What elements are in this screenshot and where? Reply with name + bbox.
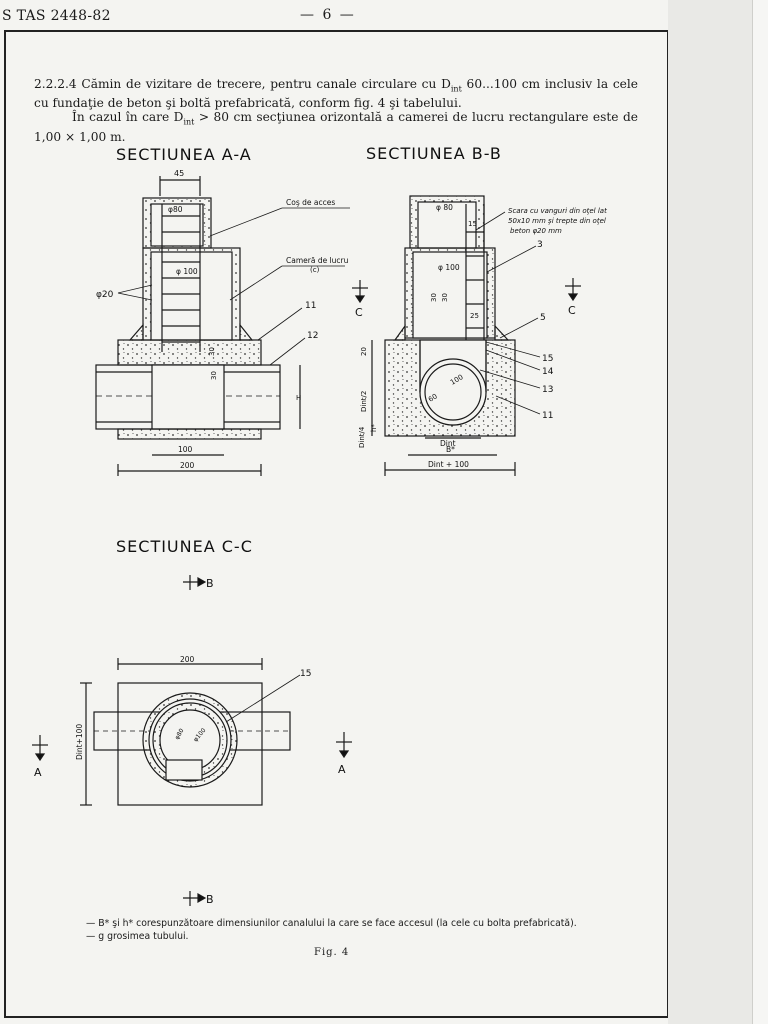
bb-dim-hstar: h* bbox=[370, 424, 378, 432]
bb-dim-bstar: B* bbox=[446, 445, 455, 454]
bb-dim-dint2: Dint/2 bbox=[360, 391, 368, 412]
cut-mark-c-left: C bbox=[352, 280, 368, 319]
bb-dim-dint: Dint bbox=[440, 439, 456, 448]
page-number: — 6 — bbox=[300, 7, 356, 23]
bb-dim-dint100: Dint + 100 bbox=[428, 460, 469, 469]
svg-text:A: A bbox=[338, 763, 346, 776]
clause-line-2: În cazul în care Dint > 80 cm secţiunea … bbox=[34, 110, 638, 143]
adjacent-page-margin bbox=[752, 0, 768, 1024]
section-aa-drawing: 45 φ80 φ 100 30 30 H bbox=[95, 169, 350, 476]
bb-d60: 60 bbox=[427, 392, 439, 403]
figure-caption: Fig. 4 bbox=[314, 947, 350, 958]
bb-dim-20: 20 bbox=[360, 347, 368, 356]
svg-text:B: B bbox=[206, 893, 214, 906]
svg-text:B: B bbox=[206, 577, 214, 590]
clause-sub-1: int bbox=[450, 84, 462, 94]
section-aa-title: SECTIUNEA A-A bbox=[116, 145, 252, 164]
adjacent-page-edge bbox=[668, 0, 768, 1024]
note-1: — B* şi h* corespunzătoare dimensiunilor… bbox=[86, 918, 577, 929]
bb-label-d80: φ 80 bbox=[436, 203, 453, 212]
label-scara-3: beton φ20 mm bbox=[510, 227, 562, 235]
clause-text-1: 2.2.2.4 Cămin de vizitare de trecere, pe… bbox=[34, 77, 451, 91]
label-cos-acces: Coş de acces bbox=[286, 198, 335, 207]
section-cc-title: SECTIUNEA C-C bbox=[116, 537, 253, 556]
aa-label-11: 11 bbox=[305, 301, 316, 311]
bb-label-14: 14 bbox=[542, 367, 554, 377]
bb-dim-25: 25 bbox=[470, 312, 479, 320]
standard-code: S TAS 2448-82 bbox=[2, 8, 111, 24]
aa-label-12: 12 bbox=[307, 331, 318, 341]
cc-label-d80: φ80 bbox=[174, 727, 186, 741]
figure-notes: — B* şi h* corespunzătoare dimensiunilor… bbox=[86, 917, 577, 943]
bb-dim-15: 15 bbox=[468, 220, 477, 228]
cut-mark-a-left: A bbox=[32, 735, 48, 779]
label-scara-2: 50x10 mm şi trepte din oţel bbox=[508, 217, 606, 225]
cc-dim-dint100: Dint+100 bbox=[75, 724, 84, 760]
aa-dim-100: 100 bbox=[178, 445, 193, 454]
cc-label-15: 15 bbox=[300, 669, 311, 679]
bb-dim-30b: 30 bbox=[441, 293, 449, 302]
bb-label-15: 15 bbox=[542, 354, 553, 364]
aa-label-d100: φ 100 bbox=[176, 267, 198, 276]
bb-label-d100: φ 100 bbox=[438, 263, 460, 272]
aa-dim-200: 200 bbox=[180, 461, 195, 470]
clause-text-1b: 60...100 cm inclusiv la cele cu fundaţie… bbox=[34, 77, 638, 111]
section-bb-drawing: φ 80 φ 100 15 25 30 30 60 100 20 Dint/2 … bbox=[358, 195, 607, 476]
cut-mark-a-right: A bbox=[336, 732, 352, 776]
bb-label-11: 11 bbox=[542, 411, 553, 421]
bb-dim-dint4: Dint/4 bbox=[358, 426, 366, 448]
clause-sub-2: int bbox=[183, 117, 195, 127]
aa-label-d20: φ20 bbox=[96, 290, 114, 300]
svg-text:C: C bbox=[568, 304, 576, 317]
label-camera-c: (c) bbox=[310, 266, 320, 274]
clause-text-2: În cazul în care D bbox=[72, 110, 184, 125]
cut-mark-c-right: C bbox=[565, 278, 581, 317]
note-2: — g grosimea tubului. bbox=[86, 931, 189, 942]
cut-mark-b-top: B bbox=[183, 575, 214, 590]
bb-dim-30a: 30 bbox=[430, 293, 438, 302]
clause-text-2b: > 80 cm secţiunea orizontală a camerei d… bbox=[34, 110, 638, 144]
aa-dim-30a: 30 bbox=[208, 347, 216, 356]
cc-dim-200: 200 bbox=[180, 655, 195, 664]
label-scara-1: Scara cu vanguri din oţel lat bbox=[508, 207, 607, 215]
bb-label-5: 5 bbox=[540, 313, 546, 323]
section-cc-drawing: 200 Dint+100 φ80 φ100 15 bbox=[75, 655, 311, 806]
svg-text:A: A bbox=[34, 766, 42, 779]
bb-label-13: 13 bbox=[542, 385, 553, 395]
clause-paragraph: 2.2.2.4 Cămin de vizitare de trecere, pe… bbox=[34, 77, 638, 144]
page-frame bbox=[4, 30, 668, 1018]
aa-dim-30b: 30 bbox=[210, 371, 218, 380]
label-camera-lucru: Cameră de lucru bbox=[286, 256, 349, 265]
aa-label-d80: φ80 bbox=[168, 205, 183, 214]
svg-text:C: C bbox=[355, 306, 363, 319]
cut-mark-b-bottom: B bbox=[183, 891, 214, 906]
section-bb-title: SECTIUNEA B-B bbox=[366, 144, 502, 163]
aa-dim-h: H bbox=[296, 394, 301, 402]
bb-label-3: 3 bbox=[537, 240, 543, 250]
aa-dim-45: 45 bbox=[174, 169, 184, 178]
